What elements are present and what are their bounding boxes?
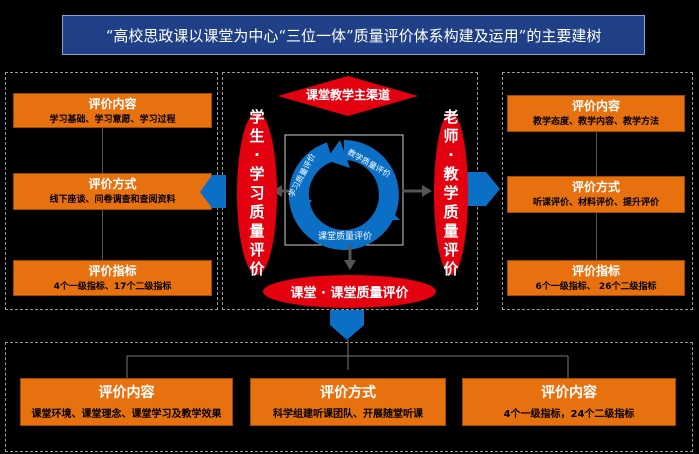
box-heading: 评价指标 — [571, 264, 620, 278]
teacher-oval: 老师·教学质量评价 — [434, 108, 468, 278]
student-oval: 学生·学习质量评价 — [237, 108, 277, 278]
teacher-eval-method: 评价方式听课评价、材料评价、提升评价 — [507, 176, 685, 213]
teacher-eval-indicators: 评价指标 6个一级指标、 26个二级指标 — [507, 260, 685, 296]
box-heading: 评价方式 — [320, 385, 376, 401]
box-text: 线下座谈、问卷调查和查阅资料 — [49, 195, 176, 205]
oval-char: 学 — [443, 184, 459, 202]
box-text: 6个一级指标、 26个二级指标 — [535, 282, 657, 292]
box-text: 科学组建听课团队、开展随堂听课 — [273, 409, 423, 420]
box-text: 4个一级指标、17个二级指标 — [53, 282, 172, 292]
oval-char: 质 — [443, 203, 459, 221]
box-text: 学习基础、学习意愿、学习过程 — [49, 115, 176, 125]
classroom-eval-content: 评价内容课堂环境、课堂理念、课堂学习及教学效果 — [20, 378, 233, 426]
box-heading: 评价内容 — [98, 385, 155, 401]
box-heading: 评价方式 — [88, 177, 137, 191]
oval-char: 价 — [249, 260, 265, 278]
box-text: 4个一级指标，24个二级指标 — [503, 409, 635, 420]
box-heading: 评价内容 — [88, 97, 137, 111]
classroom-detail-panel — [5, 342, 693, 452]
oval-char: · — [254, 146, 260, 164]
oval-char: 老 — [443, 108, 459, 126]
oval-char: 师 — [443, 127, 459, 145]
box-heading: 评价指标 — [88, 264, 137, 278]
classroom-oval: 课堂 · 课堂质量评价 — [263, 275, 436, 308]
classroom-eval-indicators: 评价内容 4个一级指标，24个二级指标 — [462, 378, 676, 426]
box-text: 教学态度、教学内容、教学方法 — [532, 117, 659, 127]
oval-char: 习 — [249, 184, 265, 202]
box-heading: 评价方式 — [571, 180, 620, 194]
cycle-label-classroom: 课堂质量评价 — [318, 232, 373, 242]
teacher-panel — [502, 72, 693, 310]
cycle-arrow-icon — [370, 205, 400, 220]
classroom-eval-method: 评价方式科学组建听课团队、开展随堂听课 — [250, 378, 446, 426]
right-blue-arrow-icon — [467, 172, 500, 206]
main-channel-label: 课堂教学主渠道 — [305, 88, 390, 102]
oval-char: 量 — [443, 222, 459, 240]
cycle-ring — [290, 140, 399, 250]
oval-char: 评 — [443, 241, 459, 259]
main-channel-diamond — [278, 76, 418, 116]
cycle-arrow-icon — [326, 140, 350, 168]
oval-char: · — [448, 146, 454, 164]
teacher-eval-content: 评价内容教学态度、教学内容、教学方法 — [507, 95, 685, 132]
box-heading: 评价内容 — [541, 385, 597, 401]
box-text: 课堂环境、课堂理念、课堂学习及教学效果 — [31, 409, 222, 420]
oval-char: 学 — [249, 165, 265, 183]
down-blue-arrow-icon — [330, 310, 364, 340]
box-text: 听课评价、材料评价、提升评价 — [532, 198, 659, 208]
left-blue-arrow-icon — [200, 175, 226, 208]
title-banner: “高校思政课以课堂为中心“三位一体”质量评价体系构建及运用”的主要建树 — [62, 15, 645, 55]
cycle-arrow-icon — [290, 198, 312, 218]
student-eval-indicators: 评价指标 4个一级指标、17个二级指标 — [13, 260, 212, 296]
oval-char: 生 — [249, 127, 265, 145]
oval-char: 价 — [443, 260, 459, 278]
oval-char: 教 — [443, 165, 459, 183]
oval-char: 量 — [249, 222, 265, 240]
oval-char: 评 — [249, 241, 265, 259]
student-eval-content: 评价内容学习基础、学习意愿、学习过程 — [13, 93, 212, 128]
oval-char: 质 — [249, 203, 265, 221]
box-heading: 评价内容 — [571, 99, 620, 113]
oval-char: 学 — [249, 108, 265, 126]
